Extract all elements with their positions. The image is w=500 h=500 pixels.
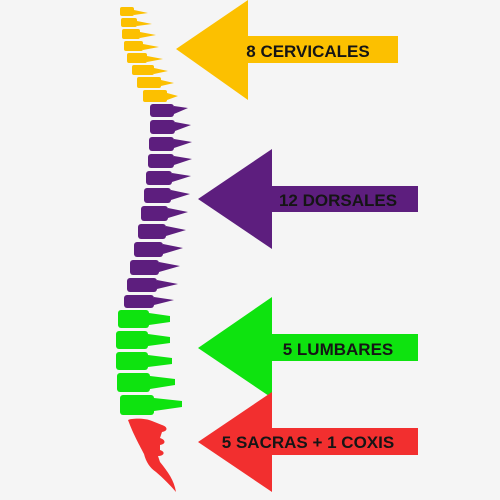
spinous-process	[137, 21, 152, 26]
spinous-process	[154, 398, 182, 411]
sacrum	[128, 418, 176, 492]
vertebra	[148, 154, 174, 168]
spinous-process	[157, 280, 178, 289]
vertebra	[118, 310, 149, 328]
arrow-label: 5 SACRAS + 1 COXIS	[222, 433, 394, 452]
spinous-process	[159, 262, 180, 272]
arrow-dorsal: 12 DORSALES	[198, 149, 418, 249]
spinous-process	[140, 32, 156, 38]
arrow-sacral: 5 SACRAS + 1 COXIS	[198, 392, 418, 492]
spinous-process	[154, 68, 168, 74]
vertebra	[117, 373, 150, 392]
spinous-process	[154, 297, 174, 305]
vertebra	[150, 104, 174, 117]
spinous-process	[148, 355, 172, 367]
arrow-shape	[198, 392, 418, 492]
spinous-process	[147, 56, 163, 62]
vertebra	[141, 206, 168, 221]
vertebra	[116, 331, 148, 349]
spine	[116, 7, 192, 492]
spinous-process	[174, 106, 188, 114]
vertebra	[132, 65, 154, 75]
spinous-process	[161, 80, 174, 86]
vertebra	[138, 224, 166, 239]
vertebra	[127, 278, 157, 292]
vertebra	[149, 137, 174, 151]
vertebra	[130, 260, 159, 275]
spinous-process	[175, 122, 191, 131]
vertebra	[116, 352, 148, 370]
dorsal-vertebrae	[124, 104, 192, 308]
vertebra	[121, 18, 137, 27]
vertebra	[127, 53, 147, 63]
arrow-shape	[176, 0, 398, 100]
vertebra	[144, 188, 171, 203]
spinous-process	[150, 376, 175, 389]
spinous-process	[174, 156, 192, 165]
vertebra	[134, 242, 163, 257]
vertebra	[124, 41, 143, 51]
spinous-process	[174, 139, 192, 148]
spinous-process	[134, 10, 148, 15]
vertebra	[143, 90, 167, 102]
spinous-process	[143, 44, 159, 50]
vertebra	[146, 171, 172, 185]
vertebra	[137, 77, 161, 88]
sacrum-coccyx	[128, 418, 176, 492]
spinous-process	[172, 173, 191, 182]
arrow-label: 8 CERVICALES	[246, 42, 369, 61]
spinous-process	[149, 313, 170, 325]
spinous-process	[168, 208, 188, 218]
arrow-shape	[198, 149, 418, 249]
arrow-shape	[198, 297, 418, 398]
lumbar-vertebrae	[116, 310, 182, 415]
arrow-label: 5 LUMBARES	[283, 340, 394, 359]
vertebra	[150, 120, 175, 134]
spinous-process	[166, 226, 186, 236]
vertebra	[120, 395, 154, 415]
arrow-cervical: 8 CERVICALES	[176, 0, 398, 100]
spinous-process	[148, 334, 170, 346]
vertebra	[124, 295, 154, 308]
arrow-lumbar: 5 LUMBARES	[198, 297, 418, 398]
arrow-label: 12 DORSALES	[279, 191, 397, 210]
spinous-process	[167, 93, 178, 100]
spinous-process	[163, 244, 183, 254]
spinous-process	[171, 190, 190, 200]
vertebra	[122, 29, 140, 39]
vertebra	[120, 7, 134, 16]
cervical-vertebrae	[120, 7, 178, 102]
